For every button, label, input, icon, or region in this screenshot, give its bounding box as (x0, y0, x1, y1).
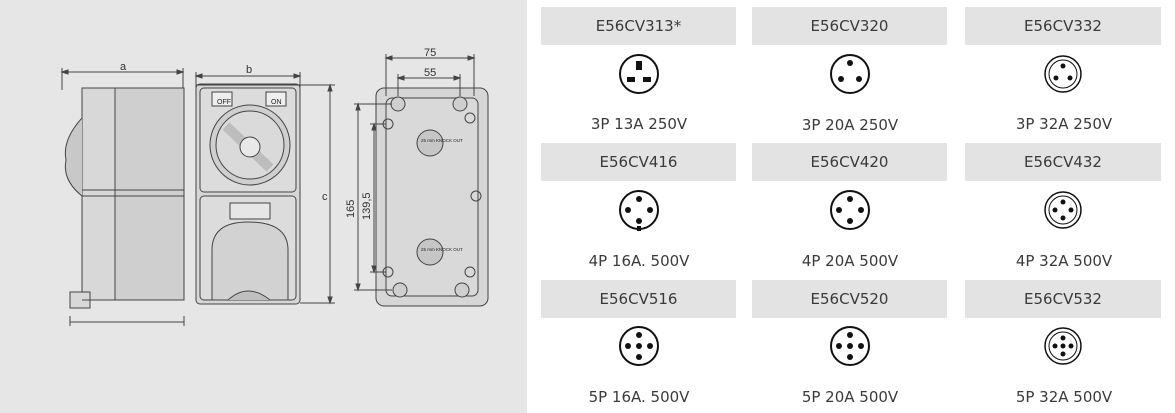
enclosure-dimension-drawing: a b (60, 47, 489, 326)
5-pin-round-socket-icon (1044, 327, 1082, 365)
model-header: E56CV516 (541, 280, 736, 318)
5-pin-round-socket-icon (830, 326, 870, 366)
model-header: E56CV520 (752, 280, 947, 318)
rating-label: 5P 32A 500V (1015, 388, 1113, 406)
rating-label: 4P 20A 500V (801, 252, 899, 270)
model-header: E56CV420 (752, 143, 947, 181)
dimension-55-label: 55 (424, 67, 436, 79)
model-header: E56CV313* (541, 7, 736, 45)
front-view (194, 72, 335, 305)
knockout-label-bottom: 25 mm KNOCK OUT (421, 247, 463, 252)
side-view (60, 68, 185, 326)
rating-label: 3P 20A 250V (801, 116, 899, 134)
rating-label: 4P 32A 500V (1015, 252, 1113, 270)
switch-on-label: ON (271, 99, 282, 106)
model-header: E56CV332 (965, 7, 1161, 45)
rating-label: 3P 13A 250V (590, 115, 688, 133)
rating-label: 4P 16A. 500V (588, 252, 690, 270)
dimension-165-label: 165 (345, 200, 357, 218)
5-pin-round-socket-icon (619, 326, 659, 366)
bs1363-3-pin-socket-icon (619, 54, 659, 94)
rating-label: 5P 20A 500V (801, 388, 899, 406)
3-pin-round-socket-icon (1044, 55, 1082, 93)
rating-label: 5P 16A. 500V (588, 388, 690, 406)
dimension-a-label: a (120, 61, 127, 73)
model-header: E56CV416 (541, 143, 736, 181)
switch-off-label: OFF (217, 99, 231, 106)
technical-drawing-panel: a b (0, 0, 527, 413)
dimension-75-label: 75 (424, 47, 436, 59)
model-header: E56CV532 (965, 280, 1161, 318)
back-view (354, 54, 489, 307)
model-header: E56CV320 (752, 7, 947, 45)
model-header: E56CV432 (965, 143, 1161, 181)
dimension-b-label: b (246, 64, 252, 76)
4-pin-round-socket-icon (619, 190, 659, 231)
3-pin-round-socket-icon (830, 54, 870, 94)
rating-label: 3P 32A 250V (1015, 115, 1113, 133)
product-grid: E56CV313* E56CV320 E56CV332 3P 13A 250V … (527, 0, 1175, 413)
dimension-139-5-label: 139,5 (361, 192, 373, 220)
knockout-label-top: 25 mm KNOCK OUT (421, 138, 463, 143)
dimension-c-label: c (322, 191, 328, 203)
4-pin-round-socket-icon (830, 190, 870, 230)
4-pin-round-socket-icon (1044, 191, 1082, 229)
